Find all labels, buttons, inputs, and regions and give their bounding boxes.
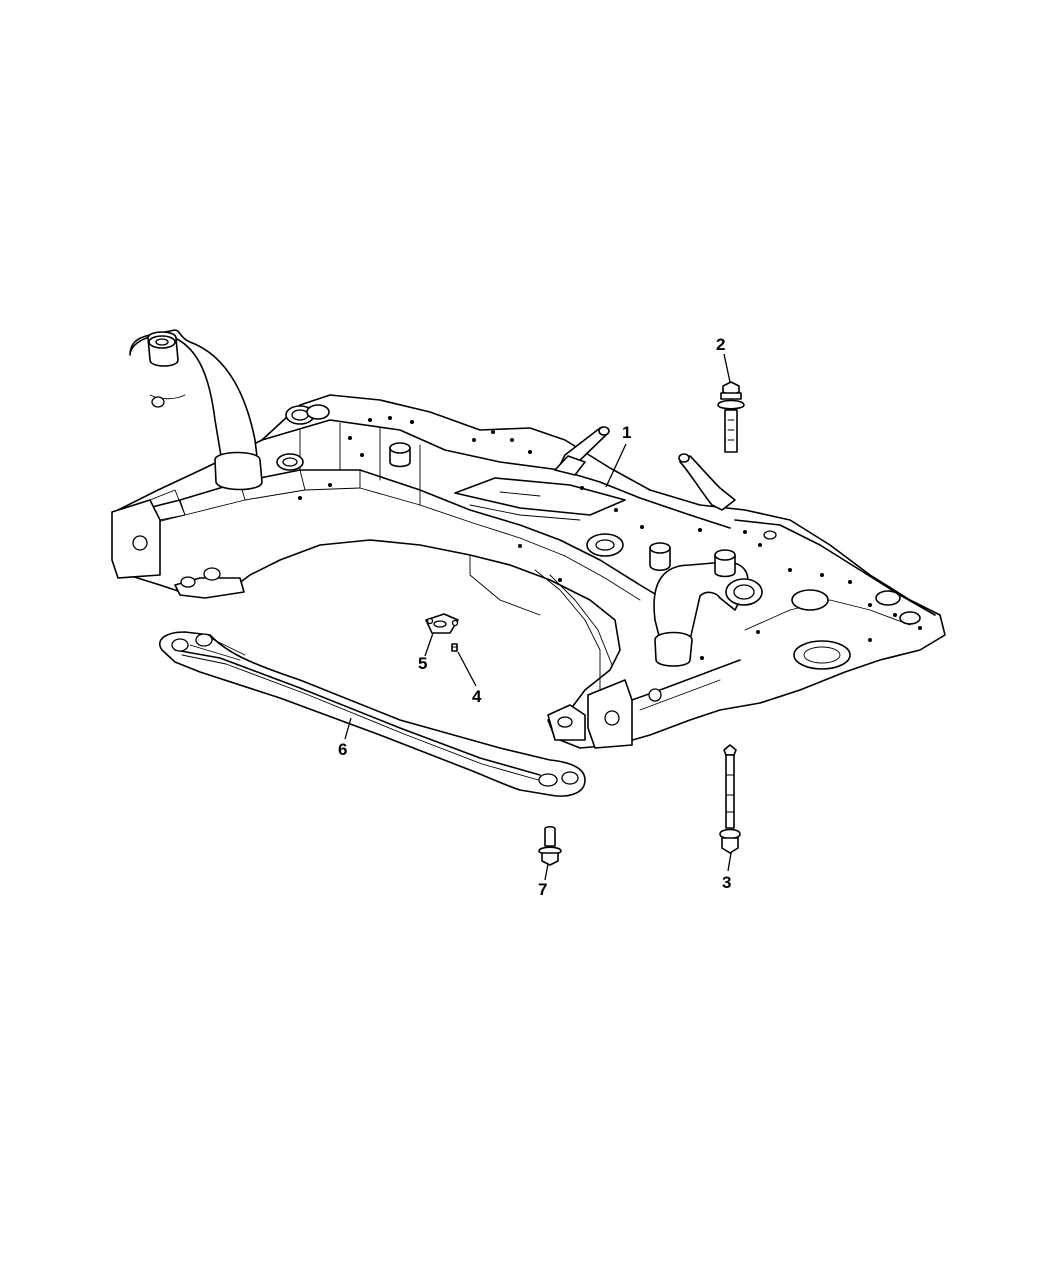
part-2-bolt bbox=[717, 381, 745, 453]
part-1-crossmember bbox=[111, 329, 946, 749]
leader-5 bbox=[424, 632, 434, 657]
crossmember-detail-dots bbox=[298, 416, 922, 660]
callout-1: 1 bbox=[622, 423, 632, 442]
leader-2 bbox=[723, 353, 731, 383]
callout-3: 3 bbox=[722, 873, 732, 892]
callout-5: 5 bbox=[418, 654, 428, 673]
callout-2: 2 bbox=[716, 335, 726, 354]
leader-7 bbox=[544, 863, 549, 881]
part-3-long-bolt bbox=[719, 744, 741, 854]
part-4-fastener bbox=[451, 643, 458, 652]
callout-4: 4 bbox=[472, 687, 482, 706]
leader-4 bbox=[457, 651, 477, 687]
part-6-brace bbox=[159, 631, 586, 797]
leader-6 bbox=[344, 717, 352, 740]
leader-1 bbox=[605, 443, 627, 488]
callout-7: 7 bbox=[538, 880, 548, 899]
leader-3 bbox=[727, 852, 732, 872]
leader-lines bbox=[344, 353, 732, 881]
part-7-short-bolt bbox=[538, 825, 562, 866]
part-5-bracket bbox=[425, 613, 459, 634]
callout-6: 6 bbox=[338, 740, 348, 759]
